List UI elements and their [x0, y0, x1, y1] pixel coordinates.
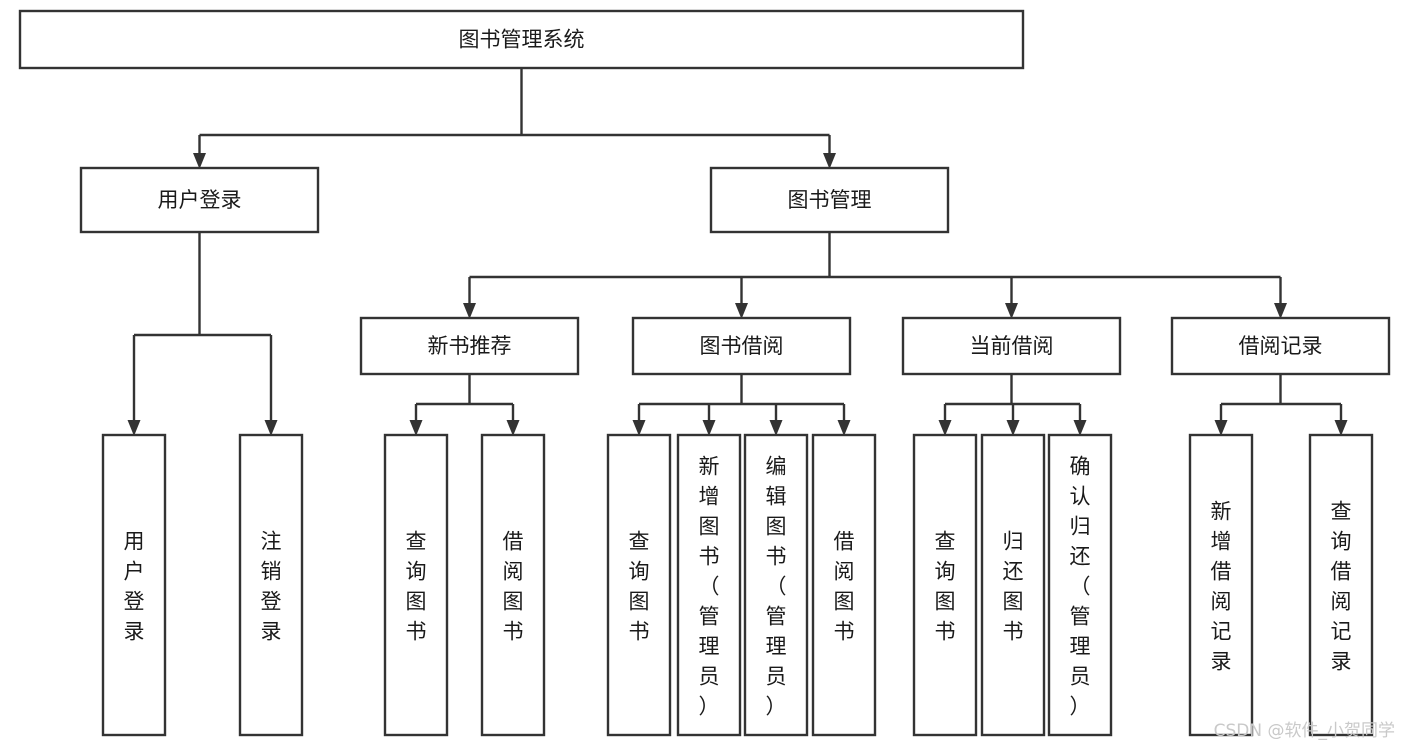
node-leaf_3[interactable]: 借阅图书 [480, 433, 546, 737]
node-box [709, 166, 950, 234]
arrow-head-icon [1214, 420, 1228, 436]
node-l2_0[interactable]: 用户登录 [79, 166, 320, 234]
node-leaf_4[interactable]: 查询图书 [606, 433, 672, 737]
node-box [1047, 433, 1113, 737]
node-label: 查询图书 [629, 529, 650, 643]
node-leaf_1[interactable]: 注销登录 [238, 433, 304, 737]
arrow-head-icon [823, 153, 836, 169]
node-box [101, 433, 167, 737]
node-box [18, 9, 1025, 70]
node-l2_1[interactable]: 图书管理 [709, 166, 950, 234]
node-box [912, 433, 978, 737]
node-box [743, 433, 809, 737]
node-box [383, 433, 449, 737]
node-leaf_6[interactable]: 编辑图书（管理员） [743, 433, 809, 737]
arrow-head-icon [1274, 303, 1287, 319]
node-label: 归还图书 [1003, 529, 1024, 643]
node-label: 查询图书 [406, 529, 427, 643]
arrow-head-icon [506, 420, 520, 436]
arrow-head-icon [409, 420, 423, 436]
node-label: 编辑图书（管理员） [766, 454, 787, 718]
node-box [359, 316, 580, 376]
node-label: 借阅图书 [503, 529, 524, 643]
arrow-head-icon [769, 420, 783, 436]
node-box [980, 433, 1046, 737]
node-label: 确认归还（管理员） [1070, 454, 1091, 718]
node-l3_3[interactable]: 借阅记录 [1170, 316, 1391, 376]
node-root[interactable]: 图书管理系统 [18, 9, 1025, 70]
arrow-head-icon [463, 303, 476, 319]
node-box [676, 433, 742, 737]
node-leaf_2[interactable]: 查询图书 [383, 433, 449, 737]
node-label: 图书借阅 [700, 334, 784, 358]
arrow-head-icon [193, 153, 206, 169]
arrow-head-icon [735, 303, 748, 319]
node-box [1308, 433, 1374, 737]
node-box [901, 316, 1122, 376]
node-leaf_11[interactable]: 新增借阅记录 [1188, 433, 1254, 737]
node-box [79, 166, 320, 234]
node-label: 新增图书（管理员） [699, 454, 720, 718]
arrow-head-icon [1073, 420, 1087, 436]
node-box [1170, 316, 1391, 376]
edges-layer [127, 68, 1348, 436]
arrow-head-icon [1006, 420, 1020, 436]
arrow-head-icon [1005, 303, 1018, 319]
node-leaf_5[interactable]: 新增图书（管理员） [676, 433, 742, 737]
arrow-head-icon [264, 420, 278, 436]
node-leaf_8[interactable]: 查询图书 [912, 433, 978, 737]
arrow-head-icon [837, 420, 851, 436]
node-l3_2[interactable]: 当前借阅 [901, 316, 1122, 376]
node-label: 图书管理系统 [459, 28, 585, 52]
node-label: 查询借阅记录 [1331, 499, 1352, 673]
node-label: 借阅记录 [1239, 334, 1323, 358]
node-leaf_7[interactable]: 借阅图书 [811, 433, 877, 737]
node-box [606, 433, 672, 737]
node-box [811, 433, 877, 737]
node-label: 查询图书 [935, 529, 956, 643]
node-label: 当前借阅 [970, 334, 1054, 358]
node-label: 用户登录 [158, 188, 242, 212]
arrow-head-icon [632, 420, 646, 436]
node-label: 图书管理 [788, 188, 872, 212]
node-label: 新增借阅记录 [1211, 499, 1232, 673]
node-label: 借阅图书 [834, 529, 855, 643]
node-leaf_9[interactable]: 归还图书 [980, 433, 1046, 737]
node-leaf_10[interactable]: 确认归还（管理员） [1047, 433, 1113, 737]
nodes-layer: 图书管理系统用户登录图书管理新书推荐图书借阅当前借阅借阅记录用户登录注销登录查询… [18, 9, 1391, 737]
node-box [480, 433, 546, 737]
arrow-head-icon [938, 420, 952, 436]
node-leaf_12[interactable]: 查询借阅记录 [1308, 433, 1374, 737]
arrow-head-icon [702, 420, 716, 436]
csdn-watermark: CSDN @软件_小贺同学 [1213, 721, 1395, 741]
node-label: 用户登录 [124, 529, 145, 643]
node-box [238, 433, 304, 737]
node-box [1188, 433, 1254, 737]
node-label: 注销登录 [261, 529, 282, 643]
node-label: 新书推荐 [428, 334, 512, 358]
node-box [631, 316, 852, 376]
node-l3_1[interactable]: 图书借阅 [631, 316, 852, 376]
arrow-head-icon [1334, 420, 1348, 436]
node-l3_0[interactable]: 新书推荐 [359, 316, 580, 376]
arrow-head-icon [127, 420, 141, 436]
node-leaf_0[interactable]: 用户登录 [101, 433, 167, 737]
